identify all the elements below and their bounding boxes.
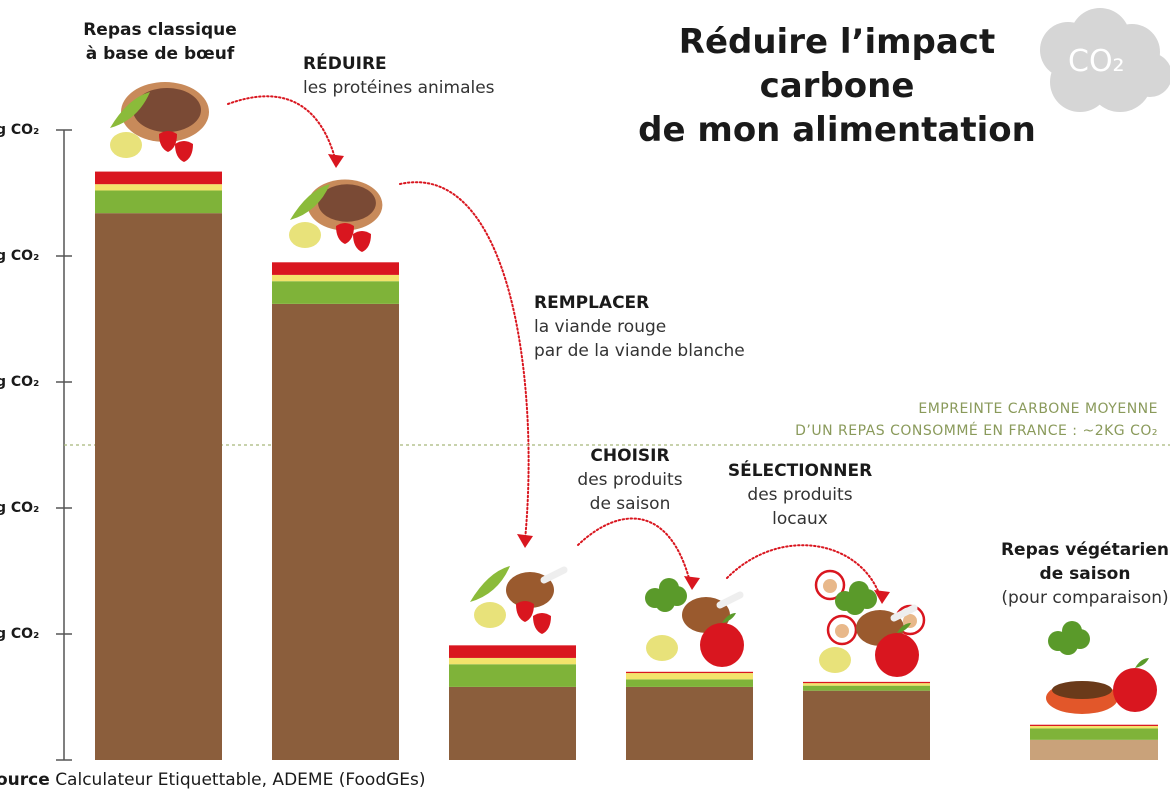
bar-segment (272, 281, 399, 304)
strawberry-icon (159, 131, 177, 152)
green-beans-icon (110, 92, 150, 128)
title-line-1: Réduire l’impact carbone (678, 22, 996, 106)
leaf-icon (1135, 658, 1149, 668)
strawberry-icon (336, 223, 354, 244)
strawberry-icon (533, 613, 551, 634)
y-tick-label: g CO₂ (0, 122, 40, 138)
green-beans-icon (290, 184, 330, 220)
bar-segment (449, 664, 576, 687)
bar-segment (626, 673, 753, 680)
y-tick-label: g CO₂ (0, 500, 40, 516)
arrow-head (328, 154, 344, 168)
co2-cloud-label: CO₂ (1068, 44, 1125, 79)
strawberry-icon (516, 601, 534, 622)
arrow-head (684, 576, 700, 590)
broccoli-icon (1062, 621, 1082, 641)
chicken-bone-icon (540, 566, 568, 584)
title-line-2: de mon alimentation (638, 110, 1036, 150)
bar-segment (272, 262, 399, 275)
y-tick-label: g CO₂ (0, 248, 40, 264)
strawberry-icon (175, 141, 193, 162)
potato-icon (819, 647, 851, 673)
potato-icon (474, 602, 506, 628)
strawberry-icon (353, 231, 371, 252)
potato-icon (289, 222, 321, 248)
y-tick-label: g CO₂ (0, 374, 40, 390)
arrow-head (517, 534, 533, 548)
bar-segment (803, 683, 930, 686)
bar-segment (95, 190, 222, 214)
potato-icon (110, 132, 142, 158)
apple-icon (700, 623, 744, 667)
bar-segment (626, 686, 753, 760)
cloud-lobe (1128, 53, 1170, 97)
step-arrow (577, 517, 691, 583)
reference-line-label: EMPREINTE CARBONE MOYENNE D’UN REPAS CON… (795, 401, 1158, 439)
bar-segment (803, 685, 930, 691)
apple-icon (875, 633, 919, 677)
step-arrow (399, 181, 530, 541)
y-tick-label: g CO₂ (0, 626, 40, 642)
page-title: Réduire l’impact carbone de mon alimenta… (612, 20, 1062, 152)
bar-segment (449, 686, 576, 760)
potato-icon (646, 635, 678, 661)
food-illustrations (110, 82, 1157, 714)
bar-segment (95, 184, 222, 191)
bar-segment (449, 657, 576, 665)
bar-segment (272, 274, 399, 282)
bar-segment (95, 213, 222, 760)
bar-segment (803, 690, 930, 760)
bar-segment (1030, 725, 1158, 729)
step-arrow (726, 544, 881, 597)
step-arrow (227, 95, 337, 163)
broccoli-icon (849, 581, 869, 601)
green-beans-icon (470, 566, 510, 602)
apple-icon (1113, 668, 1157, 712)
bar-segment (1030, 724, 1158, 726)
bar-segment (1030, 739, 1158, 760)
farmer-face-icon (823, 579, 837, 593)
bar-segment (95, 171, 222, 185)
bar-segment (449, 645, 576, 658)
broccoli-icon (835, 591, 855, 611)
leaf-icon (722, 613, 736, 623)
broccoli-icon (659, 578, 679, 598)
source-note: ource Calculateur Etiquettable, ADEME (F… (0, 770, 426, 790)
co2-cloud-icon (1040, 8, 1170, 112)
steak-icon (133, 88, 201, 132)
broccoli-icon (1048, 631, 1068, 651)
steak-icon (318, 184, 376, 222)
bar-segment (803, 681, 930, 684)
leaf-icon (897, 623, 911, 633)
broccoli-icon (645, 588, 665, 608)
arrow-head (874, 590, 890, 604)
step-arrows (227, 95, 890, 604)
chicken-bone-icon (890, 604, 918, 622)
bar-segment (626, 679, 753, 687)
vegetable-dish-icon (1052, 681, 1112, 699)
farmer-face-icon (835, 624, 849, 638)
bar-segment (272, 303, 399, 760)
bar-segment (626, 671, 753, 674)
chicken-bone-icon (716, 591, 744, 609)
cloud-lobe (1050, 52, 1110, 112)
bar-segment (1030, 728, 1158, 740)
